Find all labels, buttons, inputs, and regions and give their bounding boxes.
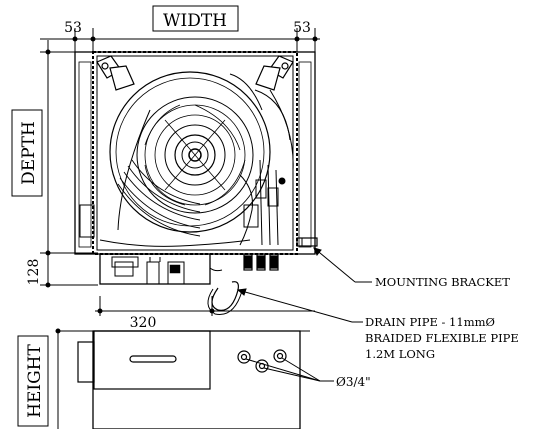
callout-leaders (236, 247, 372, 382)
top-dimension-lines (40, 28, 320, 52)
side-elevation (55, 328, 310, 429)
depth-label: DEPTH (19, 121, 39, 185)
margin-right-label: 53 (293, 20, 311, 36)
bottom-dimension-lines (95, 296, 315, 316)
width-label-box (152, 5, 239, 32)
depth-label-box (11, 109, 43, 197)
width-label: WIDTH (163, 11, 227, 31)
margin-left-label: 53 (64, 20, 82, 36)
drain-pipe-line3: 1.2M LONG (365, 347, 435, 361)
front-depth-label: 128 (26, 259, 42, 286)
unit-plan-view (74, 51, 318, 255)
pipe-size-label: Ø3/4" (336, 375, 371, 389)
drain-pipe-line1: DRAIN PIPE - 11mmØ (365, 315, 495, 329)
mounting-bracket-label: MOUNTING BRACKET (375, 275, 510, 289)
left-dimension-lines (40, 40, 98, 288)
bottom-width-label: 320 (130, 315, 157, 331)
height-label: HEIGHT (25, 343, 45, 417)
front-section (99, 253, 279, 316)
drain-pipe-line2: BRAIDED FLEXIBLE PIPE (365, 331, 519, 345)
height-label-box (17, 335, 49, 427)
